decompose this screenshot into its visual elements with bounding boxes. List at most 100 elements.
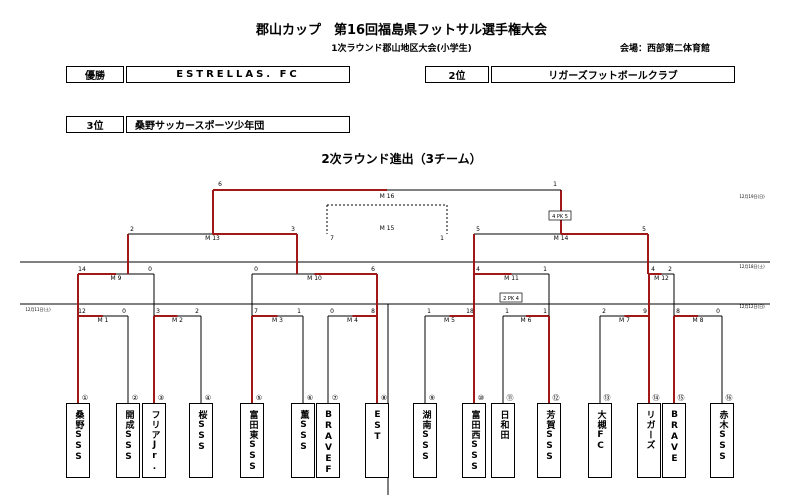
team-name: 日和田	[498, 410, 509, 440]
match-id: M 4	[347, 317, 358, 324]
team-name: BRAVE	[669, 410, 680, 465]
match-score: 1	[505, 308, 509, 315]
section-title: 2次ラウンド進出（3チーム）	[321, 152, 482, 166]
page-subtitle: 1次ラウンド郡山地区大会(小学生)	[331, 44, 472, 54]
team-number: ⑤	[256, 394, 262, 402]
match-score: 6	[371, 266, 375, 273]
team-number: ⑯	[726, 394, 733, 402]
match-score: 0	[716, 308, 720, 315]
team-number: ⑫	[553, 394, 560, 402]
third-team: 桑野サッカースポーツ少年団	[126, 116, 350, 133]
match-id: M 3	[272, 317, 283, 324]
team-name: 薫SSS	[298, 410, 309, 453]
match-id: M 12	[654, 275, 669, 282]
team-name: 桑野SSS	[73, 410, 84, 463]
match-score: 6	[218, 181, 222, 188]
second-label: 2位	[425, 66, 489, 83]
team-box: BRAVEF	[316, 403, 340, 478]
date-label: 12月12日(日)	[739, 304, 765, 309]
match-id: M 7	[619, 317, 630, 324]
team-box: EST	[365, 403, 389, 478]
match-score: 7	[330, 235, 334, 242]
team-name: EST	[372, 410, 383, 443]
match-score: 1	[440, 235, 444, 242]
match-score: 3	[291, 226, 295, 233]
winner-label: 優勝	[66, 66, 124, 83]
team-box: リガーズ	[637, 403, 661, 478]
match-score: 4	[651, 266, 655, 273]
team-number: ⑩	[478, 394, 484, 402]
match-score: 8	[371, 308, 375, 315]
match-id: M 14	[554, 235, 569, 242]
team-name: 富田西SSS	[469, 410, 480, 473]
team-box: 芳賀SSS	[537, 403, 561, 478]
team-name: 大槻FC	[595, 410, 606, 452]
date-label: 12月19日(日)	[739, 194, 765, 199]
team-number: ⑦	[332, 394, 338, 402]
match-score: 1	[297, 308, 301, 315]
team-name: リガーズ	[644, 410, 655, 450]
match-score: 9	[643, 308, 647, 315]
match-id: M 16	[380, 193, 395, 200]
team-number: ⑬	[604, 394, 611, 402]
pk-score: 2 PK 4	[503, 296, 519, 302]
pk-box	[548, 210, 572, 221]
match-id: M 1	[98, 317, 109, 324]
team-box: 湖南SSS	[413, 403, 437, 478]
match-score: 12	[78, 308, 86, 315]
match-id: M 9	[111, 275, 122, 282]
match-id: M 15	[380, 225, 395, 232]
match-score: 3	[156, 308, 160, 315]
match-id: M 10	[307, 275, 322, 282]
team-name: 桜SSS	[196, 410, 207, 453]
match-score: 1	[427, 308, 431, 315]
page-title: 郡山カップ 第16回福島県フットサル選手権大会	[255, 23, 548, 38]
team-number: ⑮	[678, 394, 685, 402]
third-label: 3位	[66, 116, 124, 133]
match-score: 8	[676, 308, 680, 315]
match-id: M 11	[504, 275, 519, 282]
match-score: 2	[130, 226, 134, 233]
team-number: ⑨	[429, 394, 435, 402]
team-number: ⑥	[307, 394, 313, 402]
team-box: 富田東SSS	[240, 403, 264, 478]
match-id: M 6	[521, 317, 532, 324]
match-score: 0	[148, 266, 152, 273]
pk-box	[499, 292, 523, 303]
team-number: ⑧	[381, 394, 387, 402]
match-score: 1	[543, 266, 547, 273]
team-box: 赤木SSS	[710, 403, 734, 478]
team-box: 桑野SSS	[66, 403, 90, 478]
match-score: 2	[668, 266, 672, 273]
team-name: 湖南SSS	[420, 410, 431, 463]
match-score: 2	[195, 308, 199, 315]
second-team: リガーズフットボールクラブ	[491, 66, 735, 83]
team-box: BRAVE	[662, 403, 686, 478]
match-score: 0	[122, 308, 126, 315]
match-score: 14	[78, 266, 86, 273]
team-number: ①	[82, 394, 88, 402]
team-number: ⑭	[653, 394, 660, 402]
match-score: 1	[553, 181, 557, 188]
team-number: ②	[132, 394, 138, 402]
team-box: 薫SSS	[291, 403, 315, 478]
team-box: 富田西SSS	[462, 403, 486, 478]
match-score: 0	[330, 308, 334, 315]
team-box: フリアJr.	[142, 403, 166, 478]
team-name: 富田東SSS	[247, 410, 258, 473]
team-box: 大槻FC	[588, 403, 612, 478]
pk-score: 4 PK 5	[552, 214, 568, 220]
match-id: M 8	[693, 317, 704, 324]
team-name: BRAVEF	[323, 410, 334, 476]
team-box: 日和田	[491, 403, 515, 478]
team-name: 開成SSS	[123, 410, 134, 463]
team-number: ④	[205, 394, 211, 402]
date-label: 12月11日(土)	[25, 306, 51, 312]
match-id: M 2	[172, 317, 183, 324]
match-score: 18	[466, 308, 474, 315]
match-score: 5	[642, 226, 646, 233]
match-id: M 5	[444, 317, 455, 324]
team-name: 赤木SSS	[717, 410, 728, 463]
team-number: ③	[158, 394, 164, 402]
